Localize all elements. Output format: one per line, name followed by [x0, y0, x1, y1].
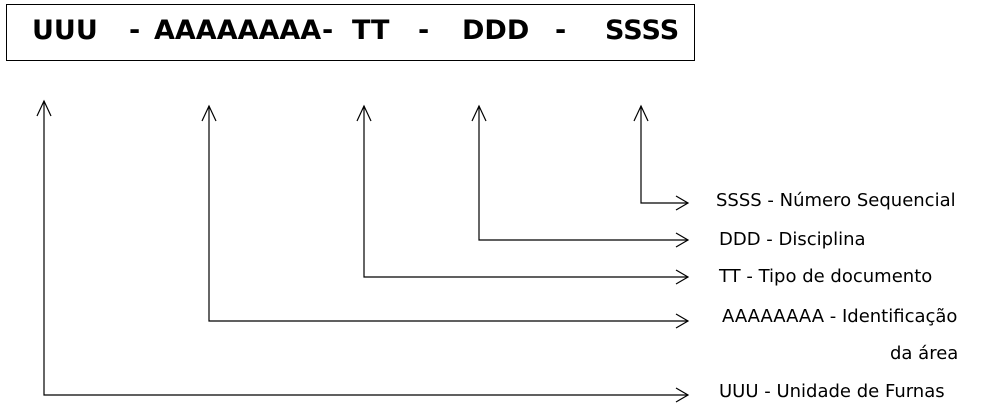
- code-separator-3: -: [418, 15, 430, 46]
- legend-aaaa-line1: AAAAAAAA - Identificação: [722, 306, 958, 327]
- arrowhead-up-ssss: [633, 104, 649, 122]
- code-segment-uuu: UUU: [32, 15, 98, 46]
- connector-ddd: [478, 106, 688, 241]
- arrowhead-up-uuu: [36, 99, 52, 117]
- code-segment-tt: TT: [352, 15, 390, 46]
- arrowhead-up-tt: [356, 104, 372, 122]
- code-separator-4: -: [555, 15, 567, 46]
- code-separator-1: -: [129, 15, 141, 46]
- code-segment-ddd: DDD: [462, 15, 530, 46]
- legend-uuu: UUU - Unidade de Furnas: [719, 381, 945, 402]
- arrowhead-right-uuu: [675, 387, 690, 403]
- legend-tt: TT - Tipo de documento: [719, 266, 933, 287]
- connector-tt: [363, 106, 688, 278]
- arrowhead-right-tt: [675, 269, 690, 285]
- connector-uuu: [43, 101, 688, 396]
- legend-ssss: SSSS - Número Sequencial: [716, 190, 956, 211]
- arrowhead-right-ssss: [675, 195, 690, 211]
- connector-aaaa: [208, 106, 688, 322]
- code-segment-ssss: SSSS: [605, 15, 680, 46]
- arrowhead-right-ddd: [675, 232, 690, 248]
- arrowhead-up-aaaa: [201, 104, 217, 122]
- arrowhead-right-aaaa: [675, 313, 690, 329]
- legend-aaaa-line2: da área: [890, 343, 959, 364]
- arrowhead-up-ddd: [471, 104, 487, 122]
- legend-ddd: DDD - Disciplina: [719, 229, 866, 250]
- code-segment-aaaa: AAAAAAAA: [154, 15, 322, 46]
- connector-ssss: [640, 106, 688, 204]
- code-format-box: [6, 4, 695, 61]
- code-separator-2: -: [322, 15, 334, 46]
